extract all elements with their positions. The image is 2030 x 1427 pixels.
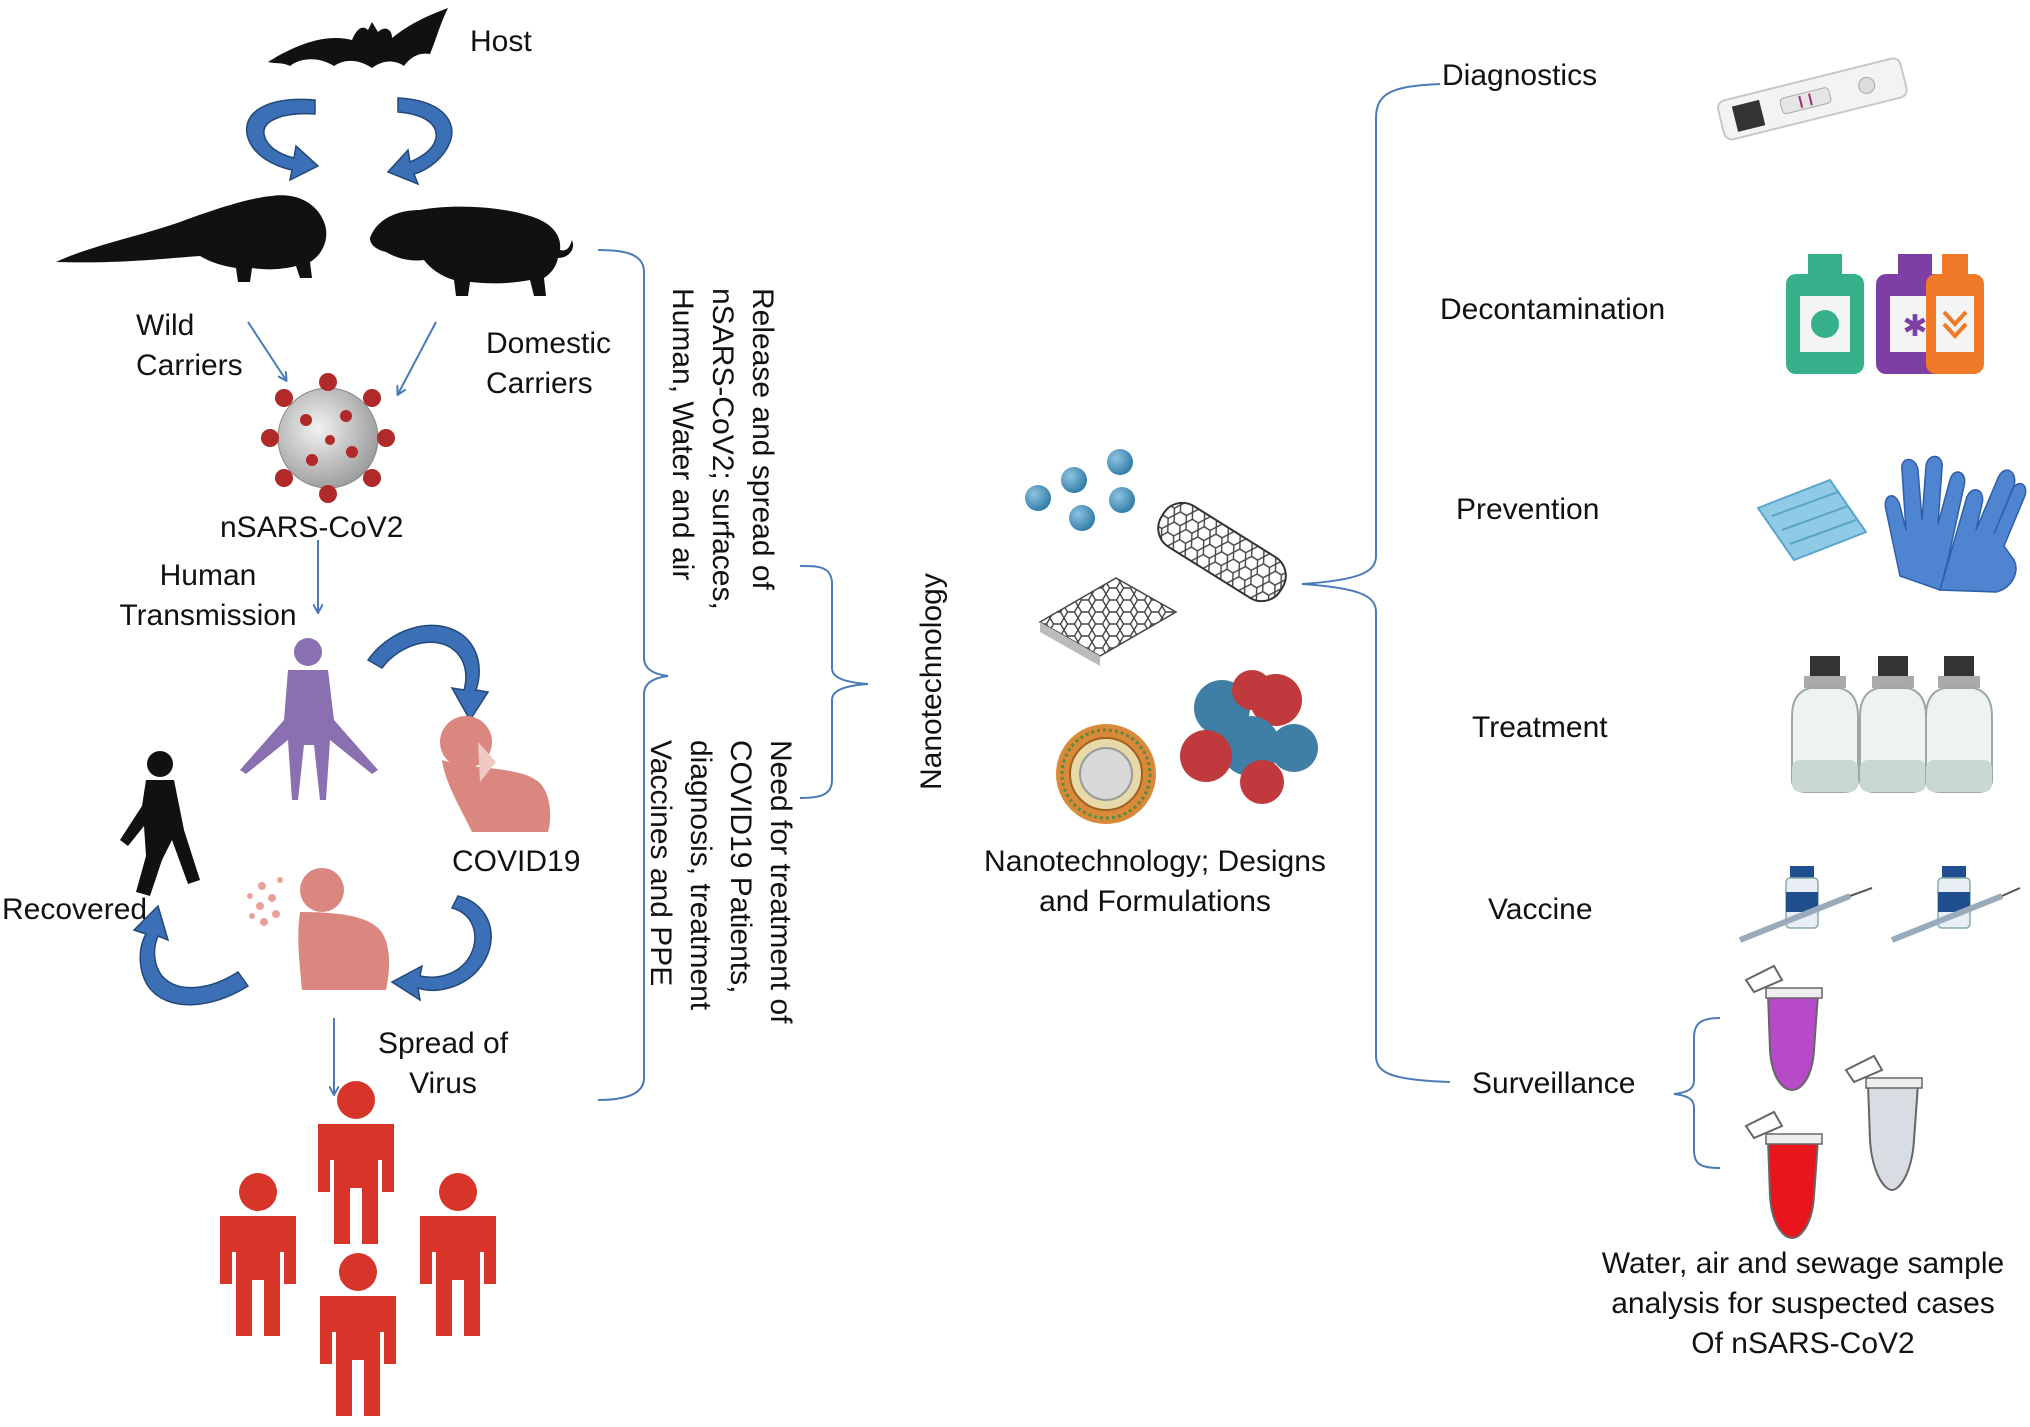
sample-tube-icon bbox=[1744, 1110, 1823, 1240]
spread-of-virus-label-line1: Spread of bbox=[377, 1027, 509, 1060]
application-treatment: Treatment bbox=[1472, 711, 1608, 744]
sample-tube-icon bbox=[1744, 964, 1823, 1092]
vaccine-syringe-icon bbox=[1890, 866, 2021, 943]
gloves-icon bbox=[1884, 455, 2027, 593]
pig-icon bbox=[370, 206, 574, 296]
need-treatment-line3: diagnosis, treatment bbox=[684, 740, 717, 1011]
curved-arrow-right-icon bbox=[386, 97, 453, 186]
curved-arrow-icon bbox=[366, 624, 490, 722]
spread-of-virus-label-line2: Virus bbox=[409, 1067, 477, 1100]
human-transmission-label-line1: Human bbox=[159, 559, 257, 592]
need-treatment-line1: Need for treatment of bbox=[764, 740, 797, 1024]
domestic-carriers-label-line1: Domestic bbox=[486, 327, 612, 360]
bracket-transmission bbox=[597, 249, 669, 1101]
application-surveillance: Surveillance bbox=[1472, 1067, 1636, 1100]
designs-label-line1: Nanotechnology; Designs bbox=[984, 845, 1326, 878]
human-figure-icon bbox=[240, 638, 378, 800]
coughing-person-icon bbox=[247, 868, 390, 990]
dendrimer-cluster-icon bbox=[1180, 670, 1318, 804]
curved-arrow-icon bbox=[132, 904, 250, 1006]
release-spread-line2: nSARS-CoV2; surfaces, bbox=[706, 288, 739, 610]
application-decontamination: Decontamination bbox=[1440, 293, 1666, 326]
nanoparticles-icon bbox=[1025, 449, 1135, 531]
face-mask-icon bbox=[1756, 478, 1868, 562]
bracket-applications bbox=[1301, 83, 1451, 1083]
wild-carriers-label-line2: Carriers bbox=[136, 349, 243, 382]
release-spread-text: Release and spread of nSARS-CoV2; surfac… bbox=[662, 288, 782, 610]
nanotube-icon bbox=[1157, 501, 1287, 603]
host-label: Host bbox=[470, 25, 532, 58]
release-spread-line1: Release and spread of bbox=[746, 288, 779, 590]
graphene-sheet-icon bbox=[1038, 577, 1178, 666]
domestic-carriers-label-line2: Carriers bbox=[486, 367, 593, 400]
need-for-treatment-text: Need for treatment of COVID19 Patients, … bbox=[640, 740, 800, 1023]
pangolin-icon bbox=[56, 195, 327, 282]
curved-arrow-left-icon bbox=[245, 98, 320, 182]
surveillance-note-line1: Water, air and sewage sample bbox=[1601, 1247, 2005, 1280]
recovered-label: Recovered bbox=[2, 893, 148, 926]
release-spread-line3: Human, Water and air bbox=[666, 288, 699, 581]
disinfectant-bottle-icon bbox=[1926, 254, 1984, 374]
sick-patient-icon bbox=[440, 716, 551, 832]
infected-people-icon bbox=[220, 1081, 496, 1416]
bracket-needs bbox=[799, 565, 869, 799]
walking-person-icon bbox=[120, 751, 200, 896]
nanotechnology-vertical-label: Nanotechnology bbox=[915, 573, 948, 790]
designs-label-line2: and Formulations bbox=[1039, 885, 1271, 918]
need-treatment-line2: COVID19 Patients, bbox=[724, 740, 757, 994]
svg-text:✱: ✱ bbox=[1902, 309, 1927, 344]
medicine-vial-icon bbox=[1791, 656, 1993, 793]
surveillance-note-line3: Of nSARS-CoV2 bbox=[1691, 1327, 1915, 1360]
vaccine-syringe-icon bbox=[1738, 866, 1873, 943]
covid19-label: COVID19 bbox=[452, 845, 581, 878]
human-transmission-label-line2: Transmission bbox=[119, 599, 297, 632]
need-treatment-line4: Vaccines and PPE bbox=[644, 740, 677, 987]
application-prevention: Prevention bbox=[1456, 493, 1600, 526]
application-vaccine: Vaccine bbox=[1488, 893, 1593, 926]
application-diagnostics: Diagnostics bbox=[1442, 59, 1598, 92]
bat-icon bbox=[268, 8, 448, 68]
wild-carriers-label-line1: Wild bbox=[136, 309, 195, 342]
virus-label: nSARS-CoV2 bbox=[220, 511, 404, 544]
bracket-surveillance bbox=[1673, 1017, 1721, 1169]
curved-arrow-icon bbox=[390, 895, 492, 1002]
sample-tube-icon bbox=[1844, 1054, 1923, 1192]
virus-icon bbox=[261, 373, 395, 503]
liposome-icon bbox=[1056, 724, 1156, 824]
surveillance-note-line2: analysis for suspected cases bbox=[1611, 1287, 1995, 1320]
disinfectant-bottle-icon bbox=[1786, 254, 1864, 374]
test-kit-icon bbox=[1717, 57, 1908, 141]
